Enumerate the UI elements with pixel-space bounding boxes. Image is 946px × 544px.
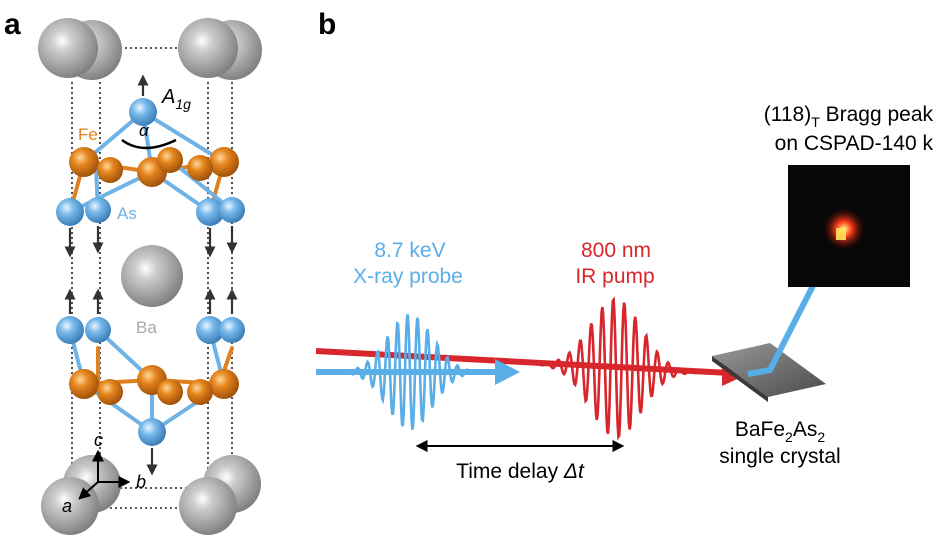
xray-probe-label: 8.7 keV X-ray probe bbox=[353, 239, 463, 288]
svg-text:(118)T Bragg peak: (118)T Bragg peak bbox=[764, 103, 934, 130]
diffracted-beam bbox=[747, 266, 825, 377]
ba-atoms bbox=[38, 18, 262, 535]
alpha-angle-arc bbox=[121, 138, 177, 150]
xray-beam-arrowhead bbox=[495, 359, 520, 385]
ba-label: Ba bbox=[136, 318, 157, 337]
ir-pump-label: 800 nm IR pump bbox=[575, 239, 654, 288]
fe-atoms bbox=[69, 147, 239, 405]
svg-text:BaFe2As2: BaFe2As2 bbox=[735, 418, 826, 445]
sample-label: BaFe2As2 single crystal bbox=[719, 418, 840, 468]
panel-a-label: a bbox=[4, 8, 21, 41]
panel-b: b 8.7 keV X-ray probe 80 bbox=[315, 8, 934, 483]
bragg-peak-label: (118)T Bragg peak on CSPAD-140 k bbox=[764, 103, 934, 155]
ir-pulse bbox=[500, 296, 722, 441]
a1g-mode-label: A1g bbox=[161, 86, 191, 112]
panel-b-label: b bbox=[318, 8, 336, 41]
fe-label: Fe bbox=[78, 125, 98, 144]
svg-text:8.7 keV: 8.7 keV bbox=[374, 239, 445, 262]
axis-a-label: a bbox=[62, 496, 72, 516]
svg-text:IR pump: IR pump bbox=[575, 265, 654, 288]
svg-text:on CSPAD-140 k: on CSPAD-140 k bbox=[775, 132, 934, 155]
xray-pulse bbox=[318, 314, 500, 430]
panel-a: a bbox=[4, 8, 262, 535]
time-delay-label: Time delay Δt bbox=[456, 460, 585, 483]
svg-text:single crystal: single crystal bbox=[719, 445, 840, 468]
as-atoms bbox=[56, 98, 245, 446]
detector-image bbox=[788, 165, 910, 287]
alpha-label: α bbox=[139, 121, 150, 140]
as-label: As bbox=[117, 204, 137, 223]
axis-c-label: c bbox=[94, 430, 103, 450]
svg-text:X-ray probe: X-ray probe bbox=[353, 265, 463, 288]
svg-text:800 nm: 800 nm bbox=[581, 239, 651, 262]
axis-b-label: b bbox=[136, 472, 146, 492]
crystal-axes: c a b bbox=[62, 430, 146, 516]
a1g-displacement-arrows bbox=[64, 74, 238, 476]
